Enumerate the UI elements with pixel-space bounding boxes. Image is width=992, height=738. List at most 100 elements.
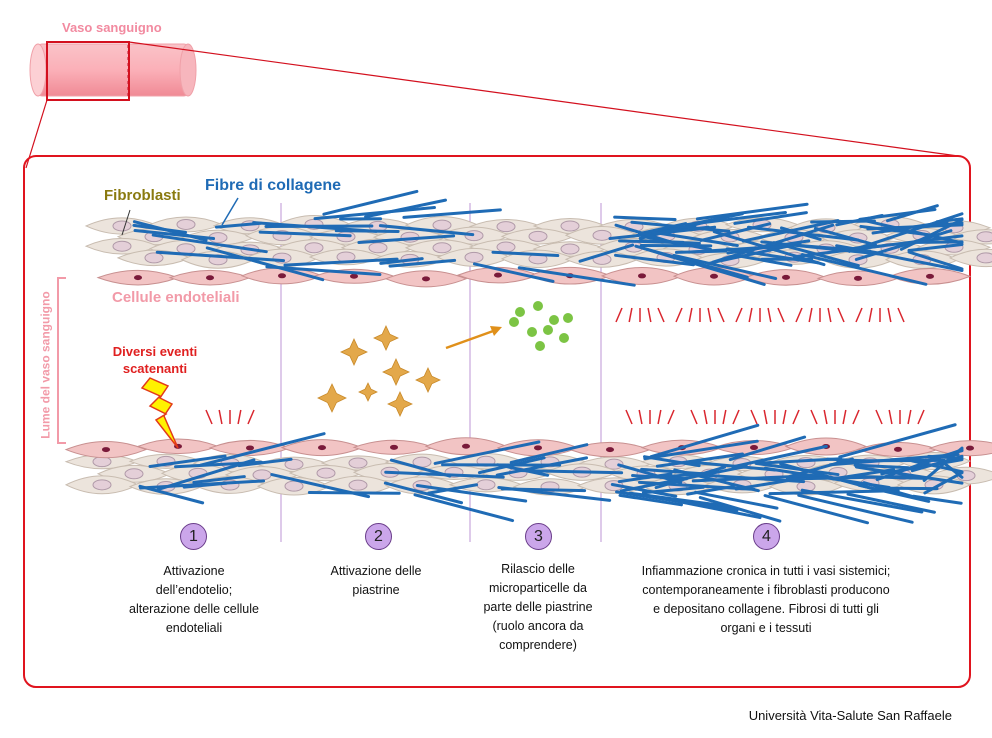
collagen-fiber <box>886 204 939 223</box>
inflammation-mark <box>767 307 772 323</box>
collagen-fiber <box>617 463 683 485</box>
platelet <box>387 391 413 417</box>
endothelial-cell-nucleus <box>278 273 286 279</box>
inflammation-mark <box>218 409 223 425</box>
fibroblast-pointer <box>121 209 131 236</box>
collagen-fiber <box>810 219 876 224</box>
microparticle <box>509 317 519 327</box>
zoom-line-top <box>128 41 959 157</box>
collagen-fiber <box>199 432 326 467</box>
collagen-fiber <box>835 213 884 227</box>
collagen-fiber <box>384 470 505 479</box>
endothelial-cell-nucleus <box>710 273 718 279</box>
fibroblast-cell-nucleus <box>144 252 164 264</box>
collagen-fiber <box>640 246 766 286</box>
inflammation-mark <box>247 409 255 425</box>
inflammation-mark <box>647 307 652 323</box>
fibroblast-cell-nucleus <box>176 243 196 255</box>
fibroblast-cell-nucleus <box>976 252 992 264</box>
platelet <box>415 367 441 393</box>
collagen-fiber <box>378 224 475 237</box>
fibroblast-cell-nucleus <box>348 479 368 491</box>
collagen-fiber <box>578 243 635 263</box>
collagen-fiber <box>735 254 793 267</box>
fibroblast-cell-nucleus <box>348 457 368 469</box>
collagen-fiber <box>495 456 589 477</box>
collagen-fiber <box>731 444 828 469</box>
collagen-fiber <box>690 460 777 472</box>
collagen-fiber <box>138 484 205 505</box>
collagen-fiber <box>237 457 293 468</box>
collagen-fiber <box>388 258 457 268</box>
collagen-fiber <box>613 215 677 222</box>
inflammation-mark <box>205 409 213 425</box>
fibroblast-cell-nucleus <box>284 480 304 492</box>
collagen-fiber <box>934 455 964 479</box>
collagen-fiber <box>672 253 778 281</box>
microparticles <box>509 301 573 351</box>
collagen-fiber <box>854 465 964 485</box>
inflammation-mark <box>852 409 860 425</box>
release-arrow-head <box>490 326 502 336</box>
endothelial-cell-nucleus <box>246 445 254 451</box>
collagen-fiber <box>908 240 964 245</box>
collagen-fiber <box>643 439 759 461</box>
endothelial-cell-nucleus <box>750 445 758 451</box>
collagen-fiber <box>270 473 371 499</box>
collagen-fiber <box>694 490 779 510</box>
zoom-box <box>46 41 130 101</box>
fibroblast-cell-nucleus <box>560 220 580 232</box>
collagen-fiber <box>265 265 382 277</box>
microparticle <box>515 307 525 317</box>
collagen-fiber <box>139 479 266 490</box>
microparticle <box>549 315 559 325</box>
fibroblast-cell-nucleus <box>304 242 324 254</box>
inflammation-mark <box>888 409 893 425</box>
endothelial-cell-nucleus <box>894 446 902 452</box>
collagen-fiber <box>509 443 589 464</box>
collagen-fiber <box>768 489 900 496</box>
collagen-fiber <box>797 493 914 524</box>
step-2-description: Attivazione delle piastrine <box>330 564 422 597</box>
endothelial-cell-nucleus <box>606 447 614 453</box>
collagen-fiber <box>402 208 502 219</box>
fibroblasts-label: Fibroblasti <box>104 187 181 204</box>
collagen-fiber <box>838 423 957 459</box>
collagen-fiber <box>639 239 685 244</box>
inflammation-mark <box>237 409 242 425</box>
inflammation-mark <box>792 409 800 425</box>
collagen-fiber <box>415 484 528 503</box>
collagen-fiber <box>379 257 424 265</box>
collagen-fiber <box>258 230 352 238</box>
collagen-fiber <box>516 469 624 475</box>
collagen-fiber <box>491 250 560 258</box>
fibroblast-cell-nucleus <box>176 218 196 230</box>
inflammation-mark <box>763 409 768 425</box>
fibroblast-cell-nucleus <box>560 243 580 255</box>
collagen-fiber <box>413 493 515 523</box>
inflammation-mark <box>667 409 675 425</box>
lightning-bolt-icon <box>140 377 179 449</box>
collagen-fiber <box>763 494 870 525</box>
collagen-fiber <box>615 490 739 512</box>
release-arrow <box>445 328 497 350</box>
collagen-fiber <box>792 244 886 259</box>
fibroblast-cell-nucleus <box>124 468 144 480</box>
collagen-fiber <box>383 481 464 505</box>
inflammation-mark <box>917 409 925 425</box>
collagen-fiber <box>813 226 877 247</box>
step-3-description: Rilascio delle microparticelle da parte … <box>483 562 593 652</box>
collagen-fiber <box>907 242 964 253</box>
endothelial-cell-nucleus <box>782 274 790 280</box>
collagen-fiber <box>875 448 964 482</box>
endothelial-layer-top <box>96 266 972 288</box>
collagen-fiber <box>322 189 419 216</box>
fibroblast-cell-nucleus <box>316 467 336 479</box>
microparticle <box>543 325 553 335</box>
microparticle <box>563 313 573 323</box>
collagen-fiber <box>733 211 808 225</box>
fibroblast-cell-nucleus <box>92 479 112 491</box>
collagen-fiber <box>712 230 826 267</box>
fibroblast-cell-nucleus <box>368 242 388 254</box>
inflammation-mark <box>638 409 643 425</box>
